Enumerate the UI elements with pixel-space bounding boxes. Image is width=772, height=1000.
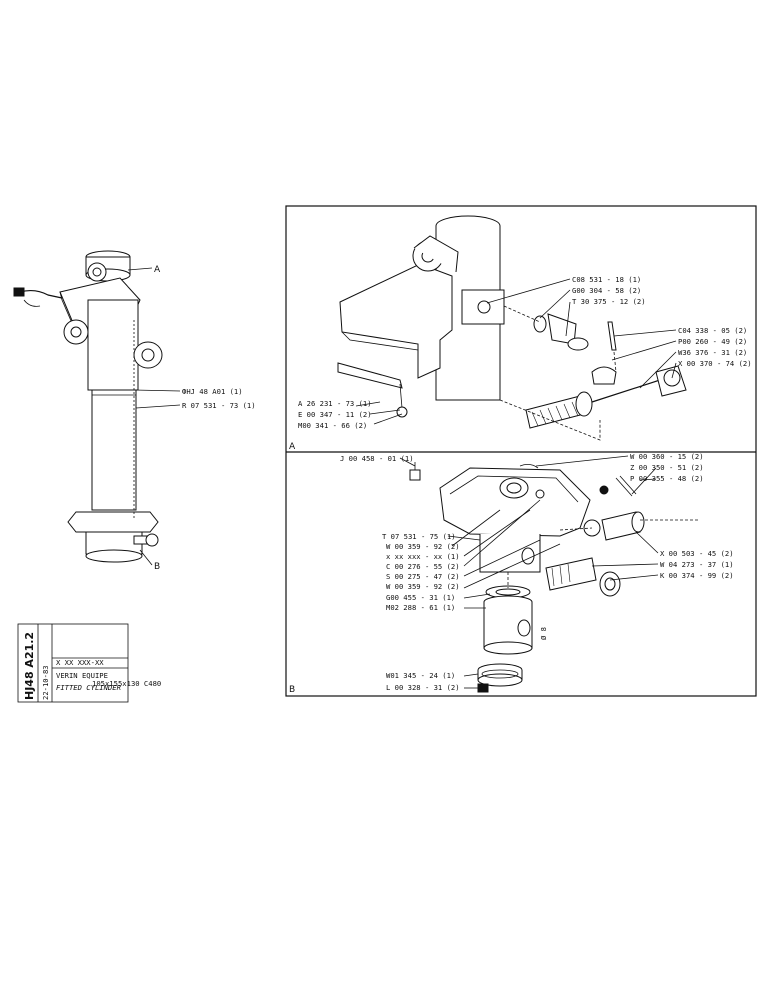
title-block <box>17 623 129 703</box>
part-label: P00 260 - 49 (2) <box>678 337 747 346</box>
part-label: E 00 347 - 11 (2) <box>298 410 372 419</box>
section-label-b: B <box>289 685 295 695</box>
cylinder-overview <box>13 250 181 566</box>
part-label: G00 455 - 31 (1) <box>386 593 455 602</box>
part-label: X 00 370 - 74 (2) <box>678 359 752 368</box>
part-label: W 00 359 - 92 (2) <box>386 542 460 551</box>
ref-cylinder-label: ФHJ 48 A01 (1) <box>182 387 243 396</box>
part-label: W 00 359 - 92 (2) <box>386 582 460 591</box>
part-label: K 00 374 - 99 (2) <box>660 571 734 580</box>
callout-b: B <box>154 562 160 572</box>
part-label: P 00 355 - 48 (2) <box>630 474 704 483</box>
title-fr: VERIN EQUIPE <box>56 671 108 680</box>
part-label: C08 531 - 18 (1) <box>572 275 641 284</box>
part-label: T 30 375 - 12 (2) <box>572 297 646 306</box>
part-label: X 00 503 - 45 (2) <box>660 549 734 558</box>
part-label: C04 338 - 05 (2) <box>678 326 747 335</box>
part-label: Z 00 350 - 51 (2) <box>630 463 704 472</box>
part-label: M00 341 - 66 (2) <box>298 421 367 430</box>
part-label: A 26 231 - 73 (1) <box>298 399 372 408</box>
part-label: S 00 275 - 47 (2) <box>386 572 460 581</box>
detail-frame <box>285 205 757 697</box>
detail-b-drawing <box>399 455 700 693</box>
callout-a: A <box>154 265 161 275</box>
ref-tube-label: R 07 531 - 73 (1) <box>182 401 256 410</box>
drawing-code: HJ48 A21.2 <box>23 632 36 700</box>
part-label: M02 288 - 61 (1) <box>386 603 455 612</box>
part-label: x xx xxx - xx (1) <box>386 552 460 561</box>
part-label: J 00 458 - 01 (1) <box>340 454 414 463</box>
part-number: X XX XXX-XX <box>56 658 104 667</box>
section-label-a: A <box>289 442 296 452</box>
drawing-date: 22-10-83 <box>41 665 50 700</box>
dimension-label: Ø 8 <box>539 627 548 640</box>
part-label: G00 304 - 58 (2) <box>572 286 641 295</box>
title-en: FITTED CYLINDER <box>56 683 122 692</box>
part-label: W 04 273 - 37 (1) <box>660 560 734 569</box>
detail-a-drawing <box>337 215 687 441</box>
spec-text: 105x155x130 C480 <box>92 679 161 688</box>
part-label: W01 345 - 24 (1) <box>386 671 455 680</box>
part-label: T 07 531 - 75 (1) <box>382 532 456 541</box>
part-label: W36 376 - 31 (2) <box>678 348 747 357</box>
part-label: L 00 328 - 31 (2) <box>386 683 460 692</box>
part-label: W 00 360 - 15 (2) <box>630 452 704 461</box>
part-label: C 00 276 - 55 (2) <box>386 562 460 571</box>
